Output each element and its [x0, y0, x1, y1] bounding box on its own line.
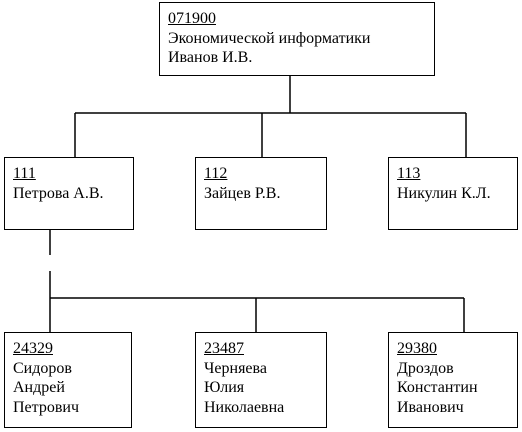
- node-group-113: 113 Никулин К.Л.: [388, 157, 518, 230]
- node-student-29380: 29380 Дроздов Константин Иванович: [388, 332, 518, 428]
- node-code: 111: [13, 165, 36, 182]
- node-label: Никулин К.Л.: [397, 184, 491, 202]
- node-code: 113: [397, 165, 421, 182]
- node-label: Константин: [397, 379, 478, 396]
- node-label: Дроздов: [397, 359, 454, 377]
- node-label: Сидоров: [13, 359, 72, 377]
- node-label: Николаевна: [204, 398, 285, 416]
- node-student-23487: 23487 Черняева Юлия Николаевна: [195, 332, 327, 428]
- node-department-root: 071900 Экономической информатики Иванов …: [159, 2, 435, 76]
- node-code: 23487: [204, 340, 244, 357]
- node-label: Андрей: [13, 379, 65, 396]
- node-student-24329: 24329 Сидоров Андрей Петрович: [4, 332, 132, 428]
- node-label: Черняева: [204, 359, 267, 377]
- node-label: Экономической информатики: [168, 29, 371, 47]
- node-label: Зайцев Р.В.: [204, 184, 281, 202]
- node-label: Петрова А.В.: [13, 184, 104, 202]
- node-group-112: 112 Зайцев Р.В.: [195, 157, 327, 230]
- node-label: Иванович: [397, 398, 464, 416]
- node-label: Юлия: [204, 379, 245, 396]
- node-group-111: 111 Петрова А.В.: [4, 157, 134, 230]
- node-code: 29380: [397, 340, 437, 357]
- node-label: Иванов И.В.: [168, 49, 253, 66]
- node-label: Петрович: [13, 398, 80, 416]
- node-code: 24329: [13, 340, 53, 357]
- node-code: 071900: [168, 10, 216, 27]
- node-code: 112: [204, 165, 228, 182]
